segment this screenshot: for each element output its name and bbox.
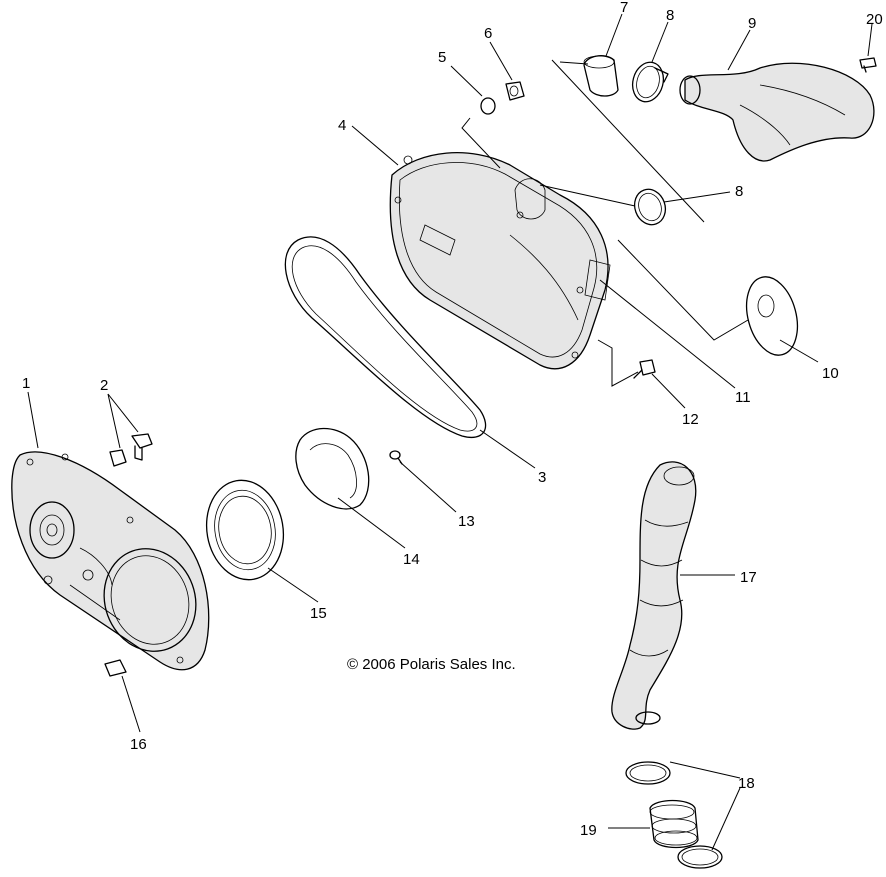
callout-3: 3 (538, 469, 546, 486)
part-clamp-upper (631, 61, 669, 103)
callout-20: 20 (866, 11, 883, 28)
part-seal (745, 276, 799, 356)
callout-19: 19 (580, 822, 597, 839)
callout-18: 18 (738, 775, 755, 792)
callout-14: 14 (403, 551, 420, 568)
part-intake-duct (679, 62, 875, 162)
callout-11: 11 (735, 389, 751, 406)
part-coupler (649, 799, 699, 849)
callout-10: 10 (822, 365, 839, 382)
part-bolt-12 (633, 359, 656, 379)
part-intake-hose (611, 461, 697, 730)
part-clamp-lower (633, 188, 667, 226)
part-plate (295, 427, 370, 510)
callout-2: 2 (100, 377, 108, 394)
callout-1: 1 (22, 375, 30, 392)
callout-9: 9 (748, 15, 756, 32)
part-screw-20 (859, 57, 877, 73)
part-nut (505, 81, 525, 101)
callout-15: 15 (310, 605, 327, 622)
part-clamp-18-upper (625, 761, 671, 785)
copyright-notice: © 2006 Polaris Sales Inc. (347, 656, 516, 673)
callout-7: 7 (620, 0, 628, 16)
callout-6: 6 (484, 25, 492, 42)
callout-8-upper: 8 (666, 7, 674, 24)
part-clip (104, 659, 127, 677)
callout-12: 12 (682, 411, 699, 428)
callout-13: 13 (458, 513, 475, 530)
part-washer (480, 97, 496, 115)
callout-labels: 1 2 3 4 5 6 7 8 8 9 10 11 12 13 14 15 16… (22, 0, 883, 839)
callout-16: 16 (130, 736, 147, 753)
part-outer-clutch-cover (389, 152, 611, 370)
part-clamp-18-lower (677, 845, 723, 869)
callout-8-lower: 8 (735, 183, 743, 200)
part-bolts (109, 433, 153, 467)
callout-4: 4 (338, 117, 346, 134)
part-drive-belt (284, 236, 487, 438)
part-ring-seal (205, 479, 285, 581)
part-inner-clutch-cover (11, 451, 210, 671)
callout-17: 17 (740, 569, 757, 586)
part-duct-boot (583, 55, 619, 97)
leader-lines (27, 13, 873, 851)
callout-5: 5 (438, 49, 446, 66)
